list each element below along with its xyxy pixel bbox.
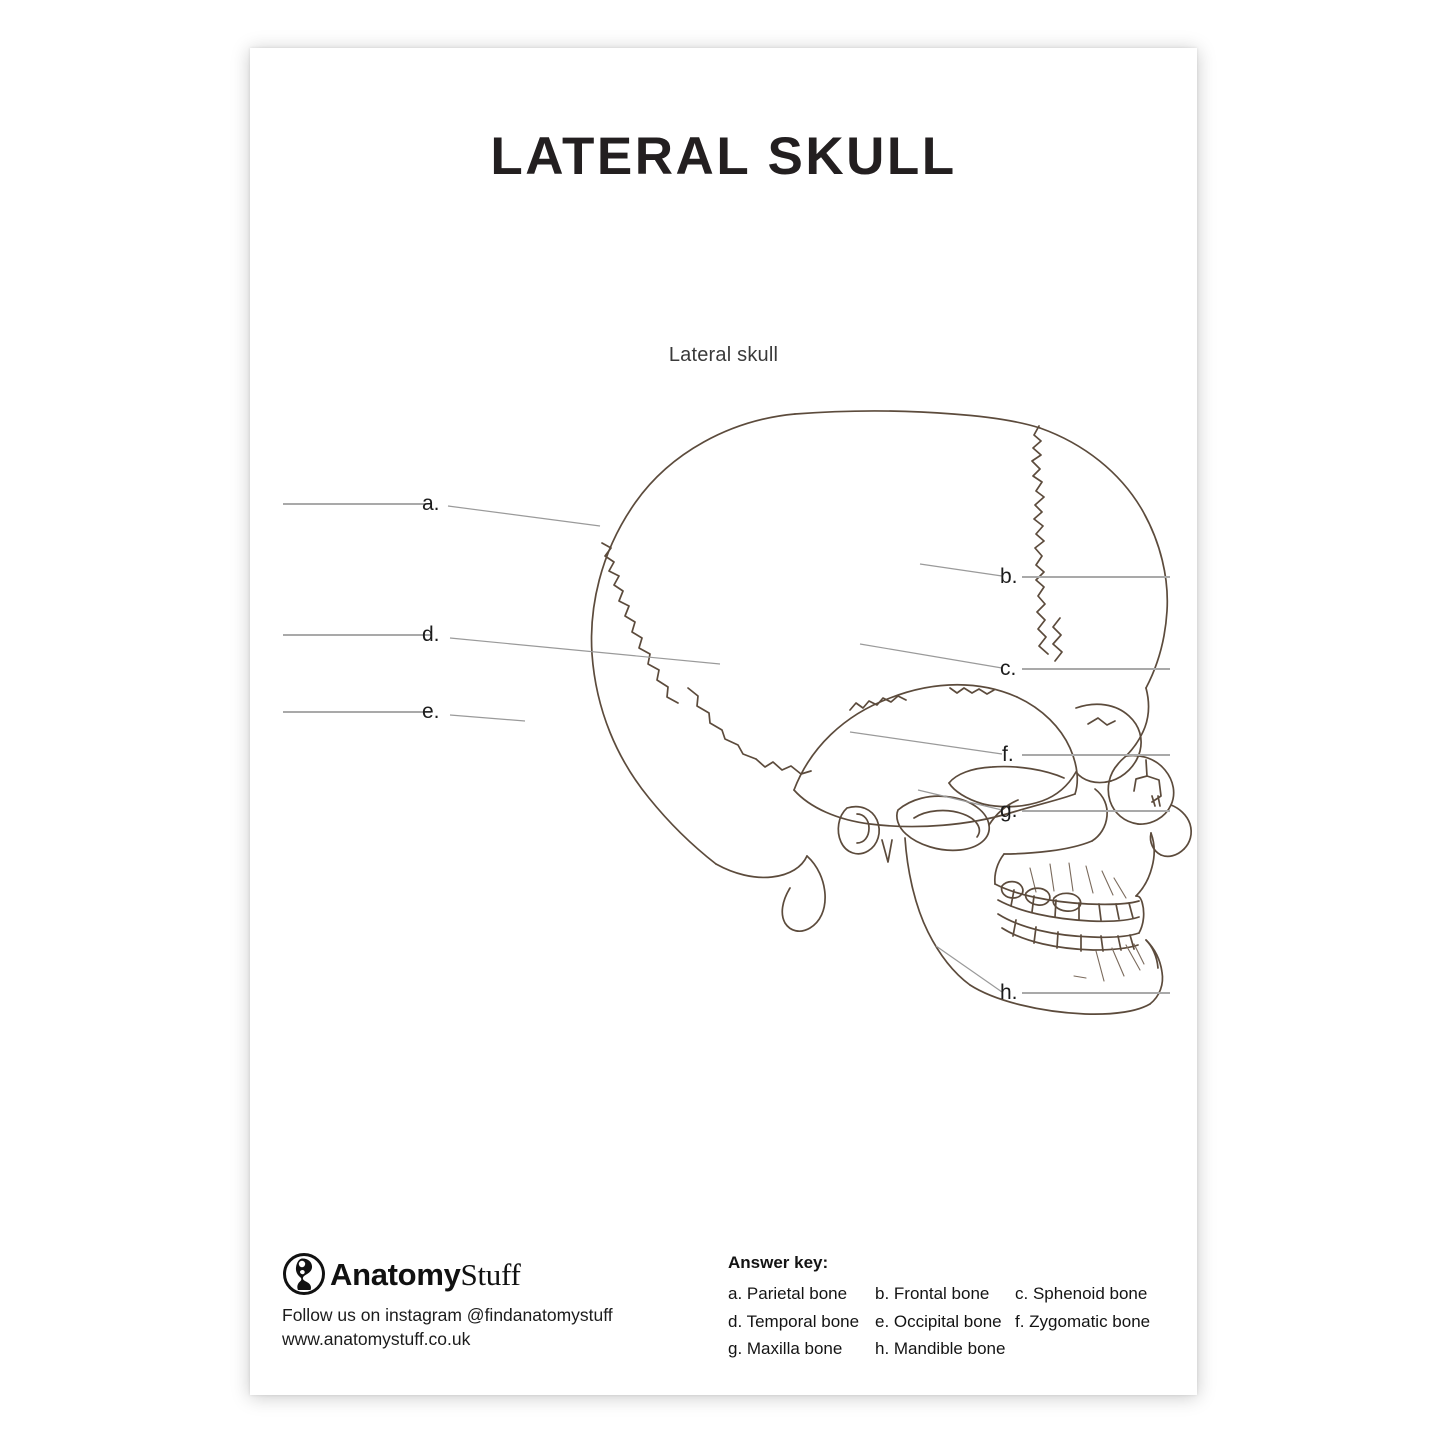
label-e: e. bbox=[422, 700, 440, 723]
brand-wordmark: AnatomyStuff bbox=[330, 1256, 521, 1292]
answer-key-item-d: d. Temporal bone bbox=[728, 1311, 860, 1331]
answer-key-item-h: h. Mandible bone bbox=[875, 1339, 1006, 1359]
answer-key-row: g. Maxilla bone h. Mandible bone bbox=[728, 1335, 1168, 1363]
answer-key-item-f: f. Zygomatic bone bbox=[1015, 1311, 1151, 1331]
label-d: d. bbox=[422, 623, 440, 646]
label-h: h. bbox=[1000, 981, 1018, 1004]
answer-blank-e[interactable] bbox=[283, 711, 431, 713]
answer-blank-h[interactable] bbox=[1022, 992, 1170, 994]
label-b: b. bbox=[1000, 565, 1018, 588]
answer-key-row: a. Parietal bone b. Frontal bone c. Sphe… bbox=[728, 1280, 1168, 1308]
answer-key-heading: Answer key: bbox=[728, 1253, 829, 1272]
figure-caption: Lateral skull bbox=[668, 344, 779, 366]
instagram-line: Follow us on instagram @findanatomystuff bbox=[282, 1305, 613, 1325]
answer-blank-b[interactable] bbox=[1022, 576, 1170, 578]
page-title: LATERAL SKULL bbox=[490, 127, 957, 186]
brand-name-light: Stuff bbox=[460, 1256, 521, 1292]
answer-key-item-b: b. Frontal bone bbox=[875, 1284, 990, 1303]
lateral-skull-diagram bbox=[447, 410, 1193, 1016]
answer-blank-c[interactable] bbox=[1022, 668, 1170, 670]
answer-key-item-empty bbox=[1015, 1335, 1162, 1363]
website-line[interactable]: www.anatomystuff.co.uk bbox=[282, 1329, 471, 1350]
worksheet-sheet: LATERAL SKULL Lateral skull bbox=[250, 48, 1197, 1395]
answer-blank-f[interactable] bbox=[1022, 754, 1170, 756]
label-a: a. bbox=[422, 492, 440, 515]
brand-logo[interactable]: AnatomyStuff bbox=[282, 1252, 642, 1296]
answer-key: Answer key: a. Parietal bone b. Frontal … bbox=[728, 1253, 1168, 1363]
label-f: f. bbox=[1002, 743, 1014, 766]
answer-key-item-e: e. Occipital bone bbox=[875, 1311, 1002, 1331]
brand-name-bold: Anatomy bbox=[330, 1256, 461, 1292]
answer-blank-d[interactable] bbox=[283, 634, 431, 636]
answer-key-item-c: c. Sphenoid bone bbox=[1015, 1284, 1148, 1303]
label-g: g. bbox=[1000, 799, 1018, 822]
brand-footer: AnatomyStuff Follow us on instagram @fin… bbox=[282, 1252, 642, 1351]
answer-key-item-g: g. Maxilla bone bbox=[728, 1339, 843, 1359]
answer-blank-g[interactable] bbox=[1022, 810, 1170, 812]
label-c: c. bbox=[1000, 657, 1017, 680]
answer-key-item-a: a. Parietal bone bbox=[728, 1284, 848, 1303]
answer-blank-a[interactable] bbox=[283, 503, 431, 505]
answer-key-row: d. Temporal bone e. Occipital bone f. Zy… bbox=[728, 1308, 1168, 1336]
anatomy-head-circle-icon bbox=[283, 1253, 325, 1295]
